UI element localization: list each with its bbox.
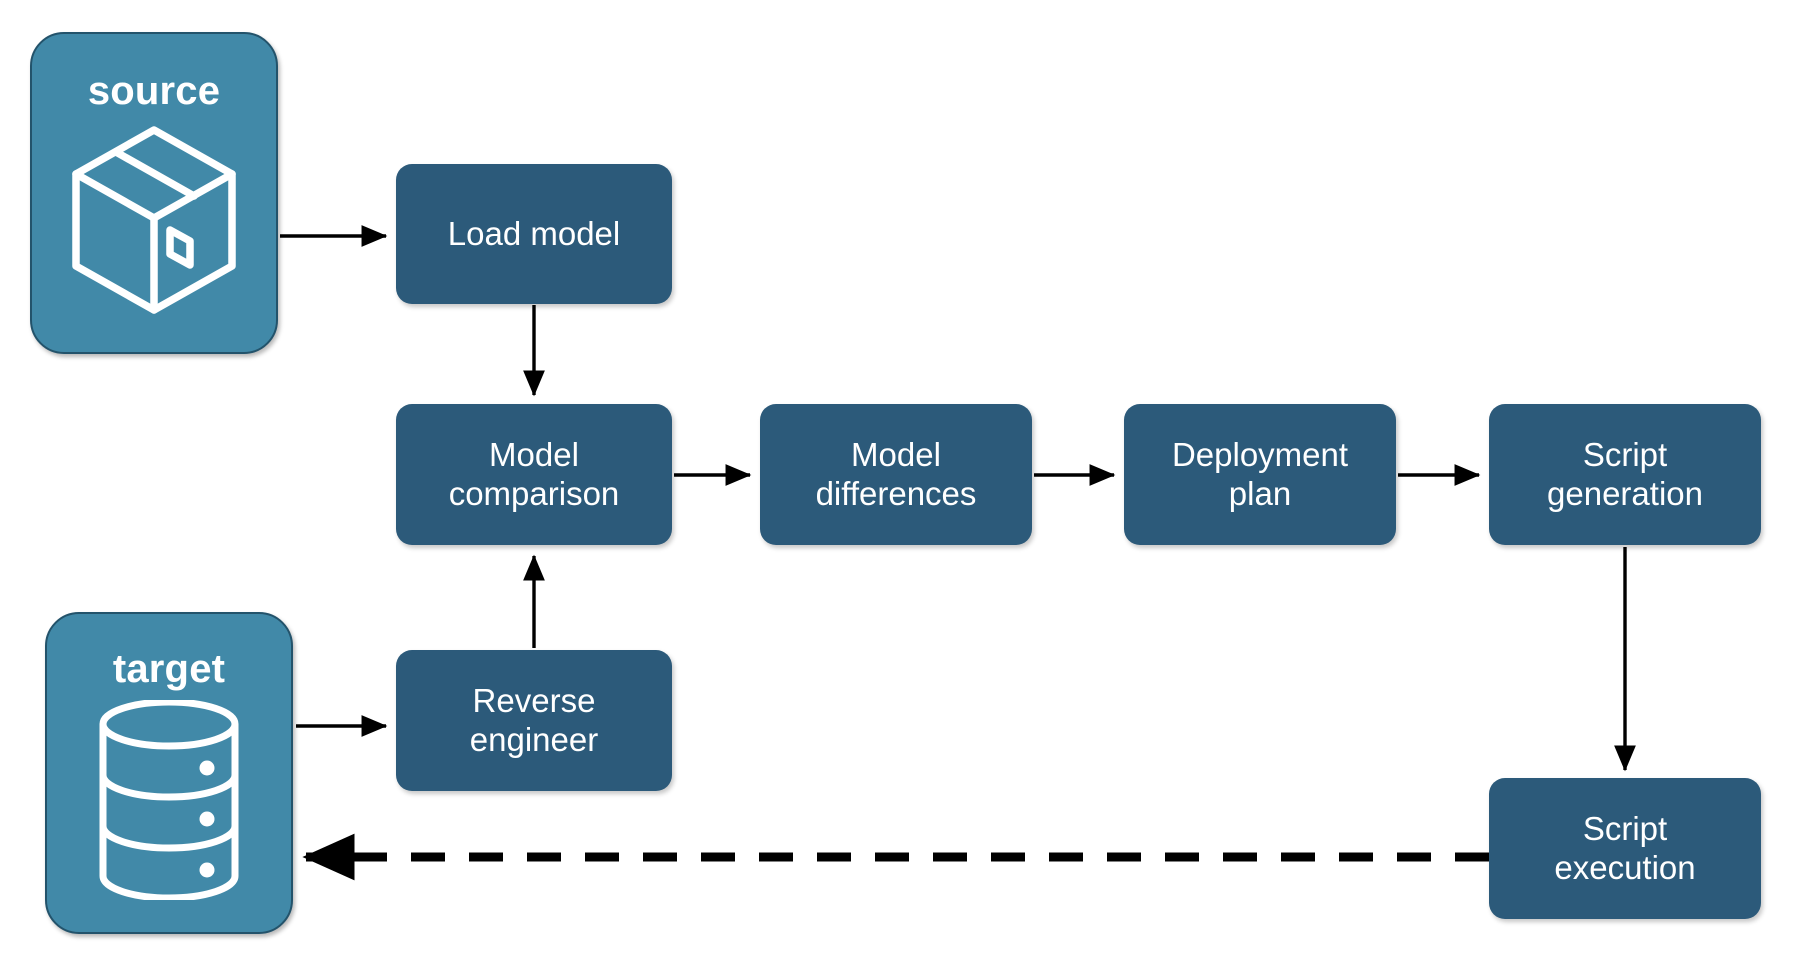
node-model-differences[interactable]: Model differences	[760, 404, 1032, 545]
node-reverse-engineer[interactable]: Reverse engineer	[396, 650, 672, 791]
node-script-generation[interactable]: Script generation	[1489, 404, 1761, 545]
load-model-label: Load model	[447, 214, 621, 252]
node-load-model[interactable]: Load model	[396, 164, 672, 304]
source-label: source	[87, 68, 221, 113]
node-deployment-plan[interactable]: Deployment plan	[1124, 404, 1396, 545]
node-model-comparison[interactable]: Model comparison	[396, 404, 672, 545]
node-script-execution[interactable]: Script execution	[1489, 778, 1761, 919]
model-differences-label: Model differences	[815, 435, 977, 512]
model-comparison-label: Model comparison	[448, 435, 620, 512]
script-execution-label: Script execution	[1554, 809, 1696, 886]
database-cylinder-icon	[89, 698, 249, 905]
node-target[interactable]: target	[45, 612, 293, 934]
target-label: target	[112, 646, 226, 691]
package-box-icon	[66, 122, 242, 323]
reverse-engineer-label: Reverse engineer	[469, 681, 599, 758]
deployment-plan-label: Deployment plan	[1171, 435, 1349, 512]
node-source[interactable]: source	[30, 32, 278, 354]
script-generation-label: Script generation	[1547, 435, 1703, 512]
